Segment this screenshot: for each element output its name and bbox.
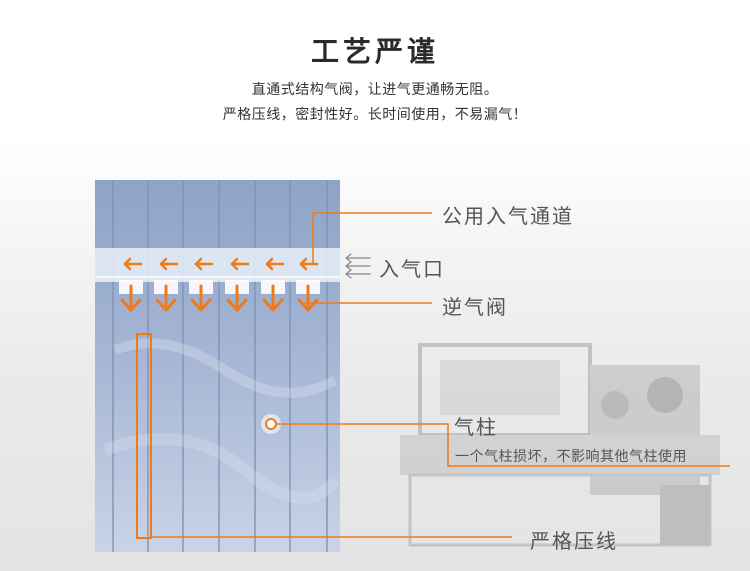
description-line-1: 直通式结构气阀，让进气更通畅无阻。 [251, 82, 499, 98]
description-line-2: 严格压线，密封性好。长时间使用，不易漏气！ [222, 107, 528, 123]
callout-seal-line: 严格压线 [530, 529, 618, 553]
machine-background-image [400, 343, 720, 547]
callout-inlet: 入气口 [379, 257, 445, 281]
callout-column-note: 一个气柱损坏，不影响其他气柱使用 [455, 449, 687, 465]
callout-common-channel: 公用入气通道 [442, 204, 574, 228]
callout-column: 气柱 [454, 415, 498, 439]
page-title: 工艺严谨 [310, 35, 439, 68]
air-column-bag-image [95, 180, 340, 552]
callout-check-valve: 逆气阀 [442, 295, 508, 319]
